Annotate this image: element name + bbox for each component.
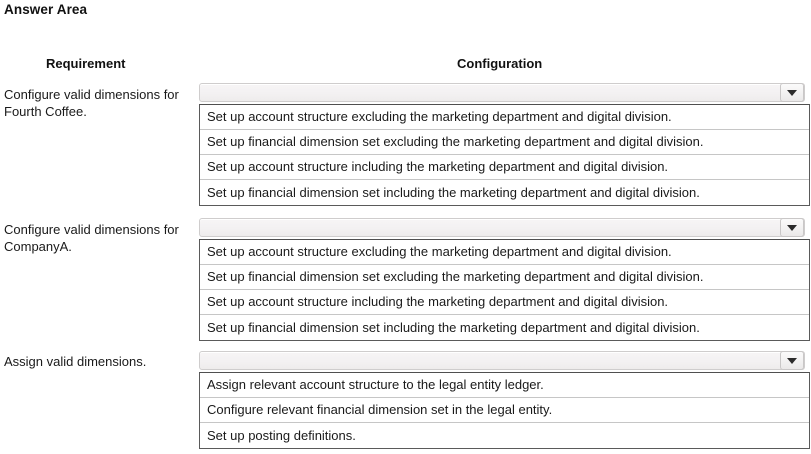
chevron-down-glyph [787, 224, 797, 231]
requirement-label: Configure valid dimensions for CompanyA. [4, 222, 179, 254]
requirement-label: Assign valid dimensions. [4, 354, 147, 369]
dropdown-option-list[interactable]: Assign relevant account structure to the… [199, 372, 810, 449]
dropdown-option[interactable]: Set up financial dimension set including… [200, 180, 809, 205]
dropdown-option[interactable]: Set up account structure including the m… [200, 290, 809, 315]
configuration-dropdown[interactable] [199, 351, 805, 370]
configuration-cell: Assign relevant account structure to the… [199, 351, 810, 449]
chevron-down-glyph [787, 89, 797, 96]
dropdown-option[interactable]: Set up financial dimension set excluding… [200, 130, 809, 155]
page-title: Answer Area [4, 2, 88, 17]
dropdown-option-list[interactable]: Set up account structure excluding the m… [199, 239, 810, 341]
chevron-down-icon[interactable] [780, 351, 804, 370]
dropdown-option[interactable]: Configure relevant financial dimension s… [200, 398, 809, 423]
dropdown-option[interactable]: Set up financial dimension set excluding… [200, 265, 809, 290]
chevron-down-icon[interactable] [780, 218, 804, 237]
dropdown-option[interactable]: Set up financial dimension set including… [200, 315, 809, 340]
column-header-requirement: Requirement [46, 56, 126, 71]
dropdown-option[interactable]: Set up account structure including the m… [200, 155, 809, 180]
requirement-label: Configure valid dimensions for Fourth Co… [4, 87, 179, 119]
chevron-down-icon[interactable] [780, 83, 804, 102]
configuration-cell: Set up account structure excluding the m… [199, 218, 810, 341]
configuration-dropdown[interactable] [199, 83, 805, 102]
dropdown-option-list[interactable]: Set up account structure excluding the m… [199, 104, 810, 206]
dropdown-option[interactable]: Set up account structure excluding the m… [200, 105, 809, 130]
configuration-dropdown[interactable] [199, 218, 805, 237]
dropdown-option[interactable]: Set up posting definitions. [200, 423, 809, 448]
dropdown-option[interactable]: Set up account structure excluding the m… [200, 240, 809, 265]
dropdown-option[interactable]: Assign relevant account structure to the… [200, 373, 809, 398]
configuration-cell: Set up account structure excluding the m… [199, 83, 810, 206]
column-header-configuration: Configuration [457, 56, 543, 71]
chevron-down-glyph [787, 357, 797, 364]
